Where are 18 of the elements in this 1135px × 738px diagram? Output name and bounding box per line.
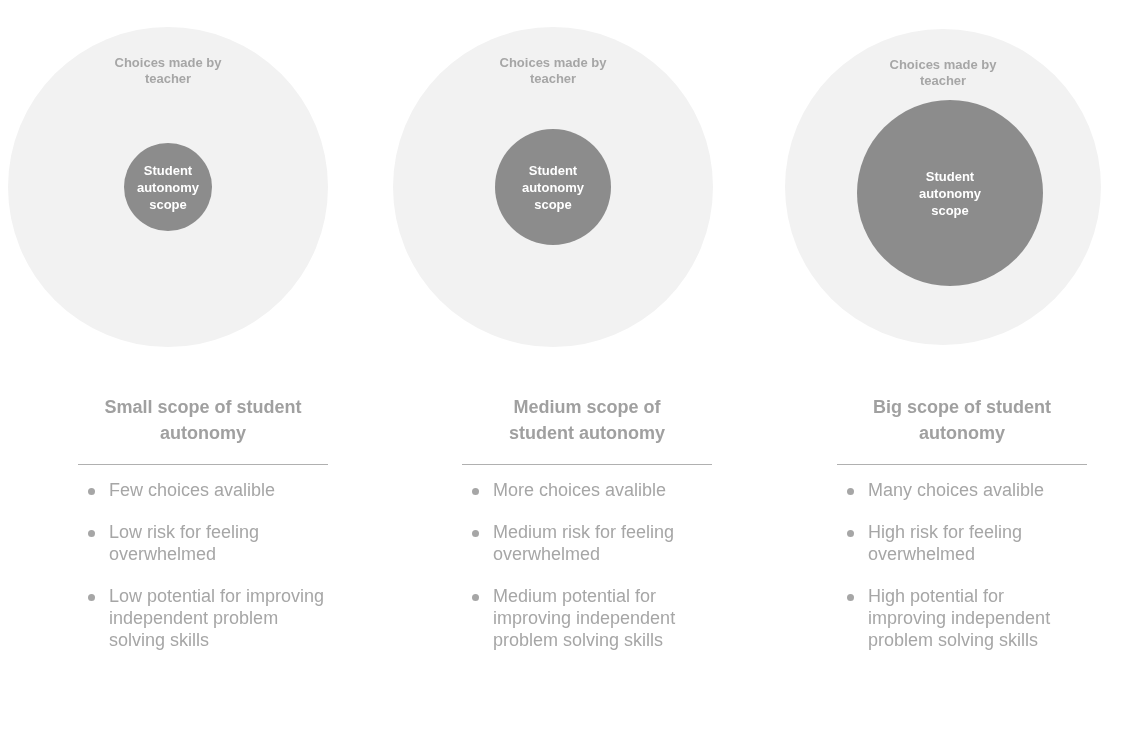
column-heading: Big scope of student autonomy — [872, 396, 1052, 445]
bullet-text: Low risk for feeling overwhelmed — [109, 521, 261, 565]
circle-label: Choices made by teacher — [888, 57, 998, 89]
bullet-text: Medium potential for improving independent problem solving skills — [493, 585, 677, 651]
bullet-text: Many choices avalible — [868, 479, 1045, 501]
column-heading: Medium scope of student autonomy — [508, 396, 666, 445]
circle-label: Student autonomy scope — [135, 161, 201, 213]
bullet-text: Few choices avalible — [109, 479, 276, 501]
circle-label: Student autonomy scope — [520, 161, 586, 213]
bullet-text: Medium risk for feeling overwhelmed — [493, 521, 676, 565]
column-heading: Small scope of student autonomy — [103, 396, 303, 445]
bullet-text: More choices avalible — [493, 479, 667, 501]
bullet-text: High risk for feeling overwhelmed — [868, 521, 1024, 565]
circle-label: Choices made by teacher — [113, 55, 223, 87]
bullet-text: Low potential for improving independent problem solving skills — [109, 585, 326, 651]
bullet-text: High potential for improving independent problem solving skills — [868, 585, 1052, 651]
circle-label: Student autonomy scope — [917, 167, 983, 219]
circle-label: Choices made by teacher — [498, 55, 608, 87]
